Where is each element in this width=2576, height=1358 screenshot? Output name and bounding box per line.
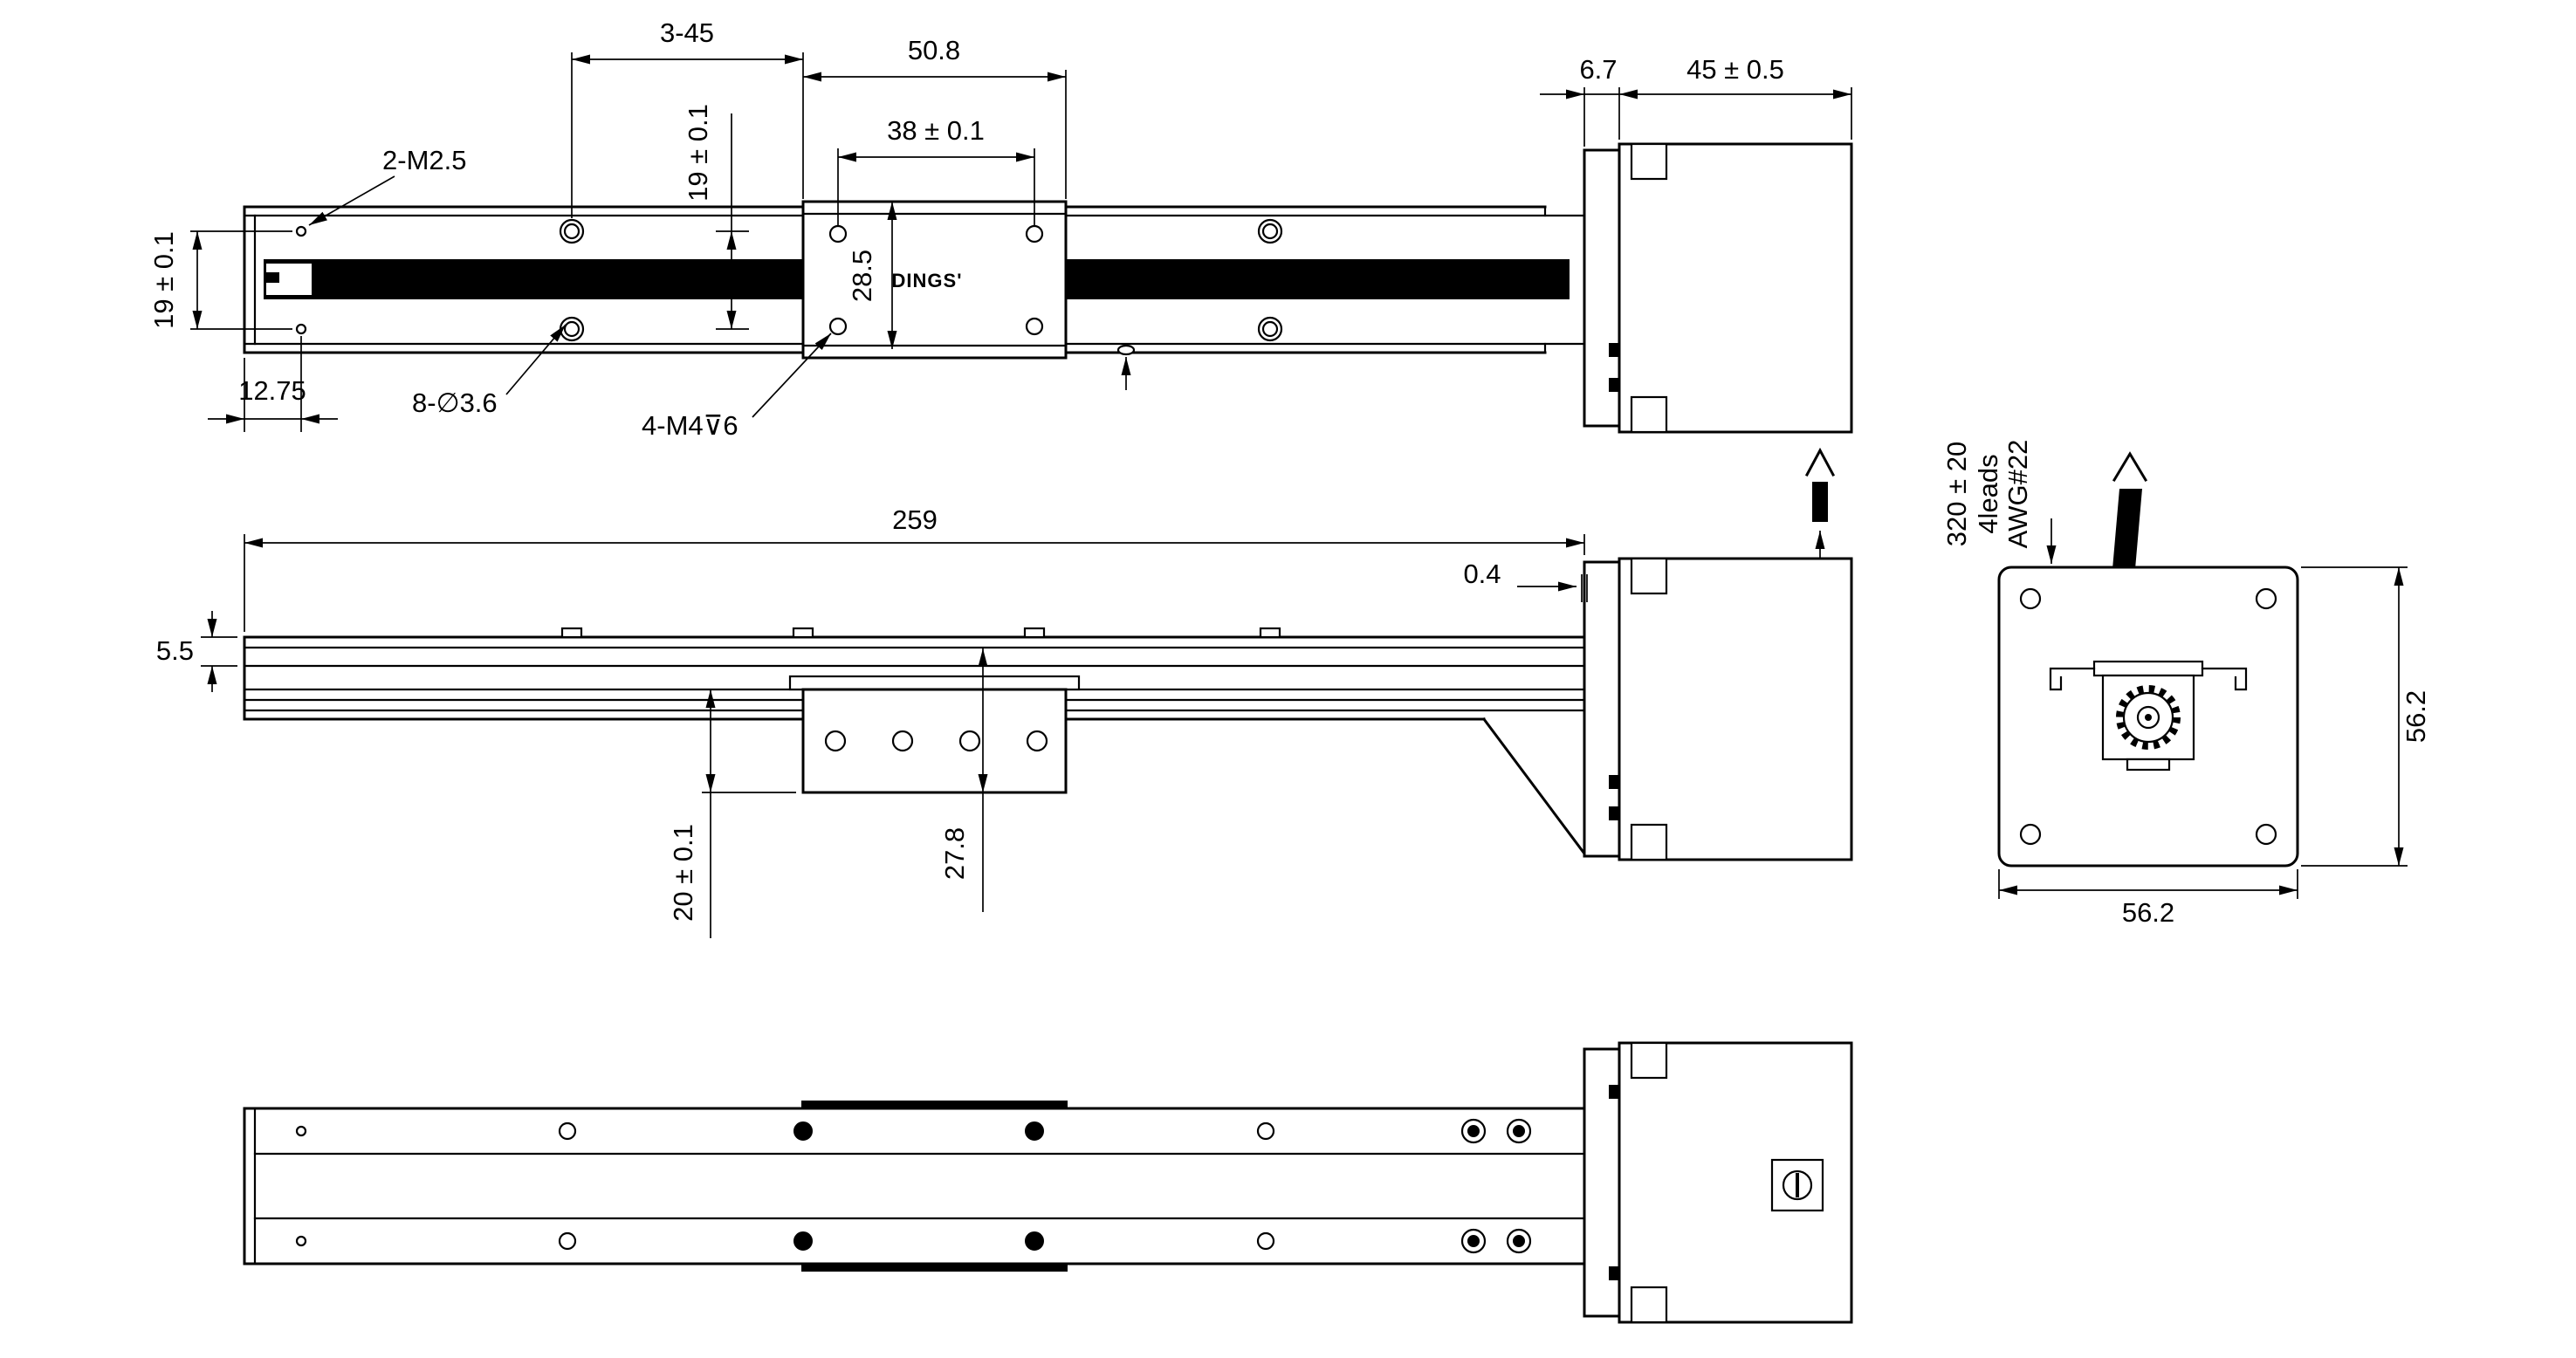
mounting-hole xyxy=(2019,823,2042,846)
cable-end-view: 320 ± 20 4leads AWG#22 xyxy=(1941,440,2148,569)
motor-body xyxy=(1618,557,1853,861)
rear-screw-detail xyxy=(1770,1158,1824,1212)
shaft-center xyxy=(2145,714,2152,721)
dim-hole-row-spacing-left: 19 ± 0.1 xyxy=(148,231,179,329)
carriage-edge-strip xyxy=(801,1263,1068,1272)
shaft-gear-assembly xyxy=(2049,660,2248,772)
motor-top-view xyxy=(1583,142,1853,434)
carriage-edge-strip xyxy=(801,1101,1068,1109)
dim-face-height: 56.2 xyxy=(2401,690,2431,743)
gusset-line xyxy=(1481,717,1587,856)
mounting-hole xyxy=(2255,823,2277,846)
brand-logo: DINGS' xyxy=(892,270,963,291)
cable-gauge-label: AWG#22 xyxy=(2002,440,2033,549)
dim-carriage-length: 50.8 xyxy=(908,35,960,65)
dim-hole-pitch: 3-45 xyxy=(660,17,714,48)
dim-face-width: 56.2 xyxy=(2122,897,2174,928)
carriage-side-view xyxy=(788,675,1081,794)
carriage-thread-hole xyxy=(1025,224,1044,243)
carriage-top-view: DINGS' xyxy=(801,200,1068,360)
label-through-holes: 8-∅3.6 xyxy=(412,388,498,418)
motor-body xyxy=(1618,142,1853,434)
dim-hole-row-spacing-mid: 19 ± 0.1 xyxy=(683,104,713,202)
mounting-hole xyxy=(2255,587,2277,610)
top-view: DINGS' 3-45 50.8 xyxy=(148,17,1853,441)
cable-leads-label: 4leads xyxy=(1973,454,2003,533)
gear-teeth xyxy=(2116,685,2181,750)
dim-carriage-bottom-offset: 20 ± 0.1 xyxy=(668,824,698,922)
cable-stub xyxy=(1812,482,1828,522)
dim-total-height: 27.8 xyxy=(939,827,970,880)
dim-flange-thickness: 6.7 xyxy=(1579,54,1617,85)
motor-bottom-view xyxy=(1583,1041,1853,1324)
dim-overall-length: 259 xyxy=(892,504,938,535)
cable-direction-indicator xyxy=(1804,447,1836,559)
carriage-thread-hole xyxy=(828,317,848,336)
dim-rail-top-thickness: 5.5 xyxy=(156,635,194,666)
dim-carriage-height: 28.5 xyxy=(847,250,877,302)
dimensions-end-view: 56.2 56.2 xyxy=(1998,566,2431,928)
m25-hole xyxy=(295,225,307,237)
cable-length-label: 320 ± 20 xyxy=(1941,442,1972,546)
bottom-view xyxy=(243,1041,1853,1324)
carriage-thread-hole xyxy=(828,224,848,243)
mounting-hole xyxy=(2019,587,2042,610)
dim-flange-gap: 0.4 xyxy=(1463,559,1501,589)
side-view: 259 0.4 5.5 20 ± 0.1 27.8 xyxy=(156,504,1853,938)
rail-bottom-view xyxy=(243,1101,1586,1272)
label-m25-holes: 2-M2.5 xyxy=(382,145,466,175)
reference-hole-mark xyxy=(1116,344,1136,390)
dim-carriage-hole-spacing: 38 ± 0.1 xyxy=(887,115,985,146)
carriage-thread-hole xyxy=(1025,317,1044,336)
motor-side-view xyxy=(1583,557,1853,861)
dimensions-top-view: 3-45 50.8 38 ± 0.1 19 ± 0.1 19 ± 0.1 2-M… xyxy=(148,17,1852,441)
dim-motor-length: 45 ± 0.5 xyxy=(1686,54,1784,85)
dimensions-side-view: 259 0.4 5.5 20 ± 0.1 27.8 xyxy=(156,504,1588,938)
m25-hole xyxy=(295,323,307,335)
dim-end-offset: 12.75 xyxy=(238,375,306,406)
label-carriage-threads: 4-M4⊽6 xyxy=(642,410,738,441)
motor-end-view: 320 ± 20 4leads AWG#22 56.2 xyxy=(1941,440,2431,928)
